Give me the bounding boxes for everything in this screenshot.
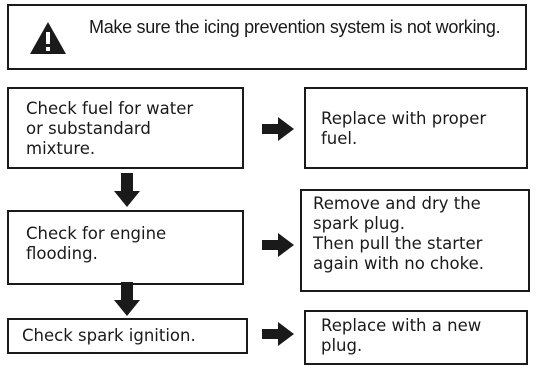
- remedy-box-flooding: Remove and dry the spark plug. Then pull…: [300, 189, 530, 292]
- warning-box: Make sure the icing prevention system is…: [7, 4, 527, 70]
- remedy-spark-text: Replace with a new plug.: [321, 316, 482, 355]
- arrow-down-icon: [114, 173, 140, 207]
- arrow-right-icon: [262, 322, 294, 346]
- arrow-down-icon: [114, 282, 140, 316]
- remedy-fuel-text: Replace with proper fuel.: [321, 109, 487, 148]
- check-box-spark: Check spark ignition.: [7, 318, 248, 354]
- arrow-right-icon: [262, 233, 294, 257]
- remedy-box-spark: Replace with a new plug.: [304, 310, 528, 365]
- warning-text: Make sure the icing prevention system is…: [89, 17, 501, 37]
- check-fuel-text: Check fuel for water or substandard mixt…: [26, 99, 194, 158]
- remedy-flooding-text: Remove and dry the spark plug. Then pull…: [313, 194, 485, 273]
- warning-triangle-icon: [30, 22, 66, 54]
- check-spark-text: Check spark ignition.: [22, 326, 196, 345]
- check-box-flooding: Check for engine flooding.: [7, 210, 244, 285]
- remedy-box-fuel: Replace with proper fuel.: [304, 87, 528, 169]
- arrow-right-icon: [262, 117, 294, 141]
- check-flooding-text: Check for engine flooding.: [26, 224, 167, 263]
- check-box-fuel: Check fuel for water or substandard mixt…: [7, 87, 244, 169]
